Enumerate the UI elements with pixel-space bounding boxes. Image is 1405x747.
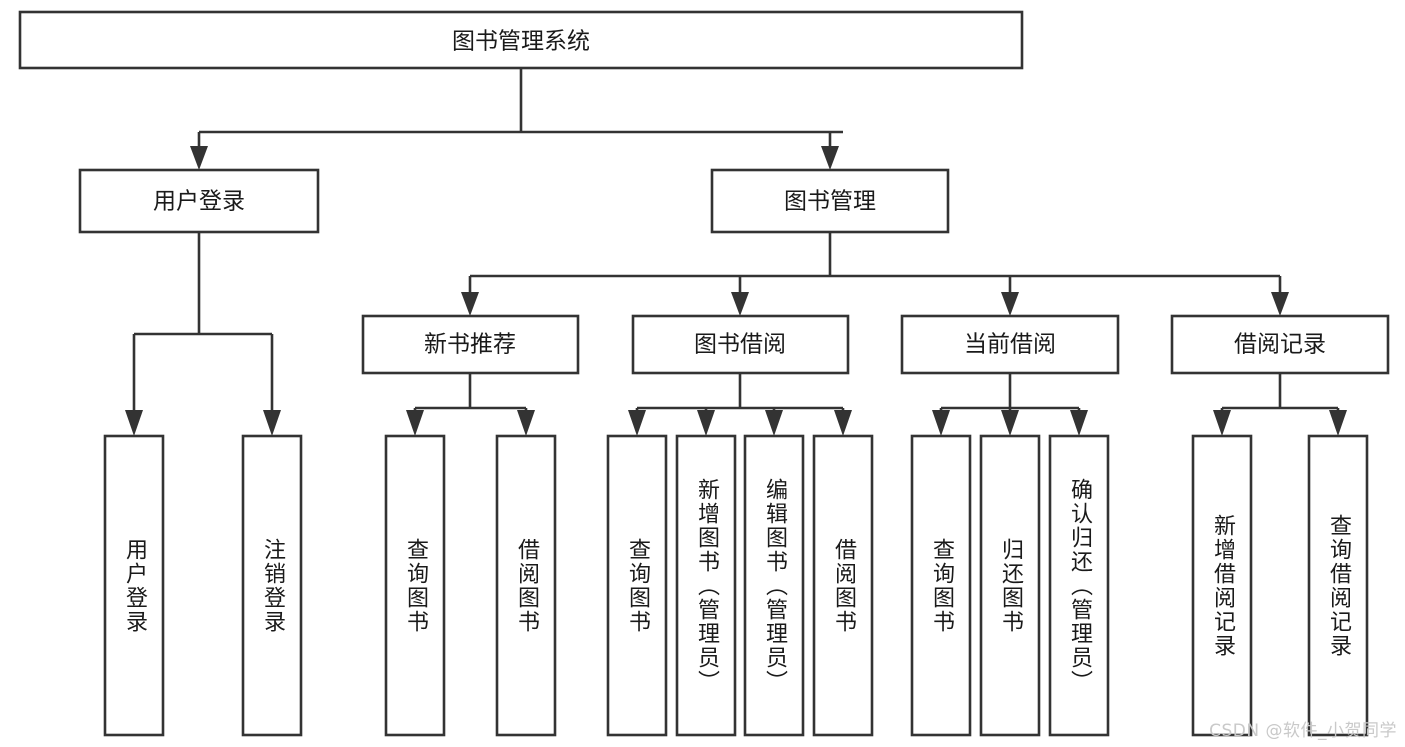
node-book-manage-label: 图书管理 bbox=[784, 189, 876, 215]
node-leaf-9-label: 查询图书 bbox=[929, 537, 954, 634]
connector-borrowrecord-to-leaves bbox=[1213, 373, 1347, 436]
arrow-head-icon bbox=[1001, 410, 1019, 436]
node-leaf-11-label: 确认归还（管理员） bbox=[1067, 477, 1092, 694]
node-leaf-11[interactable] bbox=[1048, 434, 1110, 737]
node-leaf-13-label: 查询借阅记录 bbox=[1326, 513, 1351, 658]
node-leaf-12[interactable] bbox=[1191, 434, 1253, 737]
arrow-head-icon bbox=[517, 410, 535, 436]
node-leaf-1-label: 用户登录 bbox=[122, 537, 147, 634]
node-leaf-4[interactable] bbox=[495, 434, 557, 737]
arrow-head-icon bbox=[190, 146, 208, 170]
connector-userlogin-to-leaves bbox=[125, 232, 281, 436]
node-book-borrow-label: 图书借阅 bbox=[694, 332, 786, 358]
node-leaf-6[interactable] bbox=[675, 434, 737, 737]
node-leaf-12-label: 新增借阅记录 bbox=[1210, 513, 1235, 658]
node-leaf-9[interactable] bbox=[910, 434, 972, 737]
node-leaf-7-label: 编辑图书（管理员） bbox=[762, 477, 787, 694]
node-book-manage[interactable]: 图书管理 bbox=[710, 168, 950, 234]
arrow-head-icon bbox=[1271, 292, 1289, 316]
arrow-head-icon bbox=[1070, 410, 1088, 436]
arrow-head-icon bbox=[697, 410, 715, 436]
connector-currentborrow-to-leaves bbox=[932, 373, 1088, 436]
node-root[interactable]: 图书管理系统 bbox=[18, 10, 1024, 70]
arrow-head-icon bbox=[263, 410, 281, 436]
node-borrow-record[interactable]: 借阅记录 bbox=[1170, 314, 1390, 375]
node-leaf-1[interactable] bbox=[103, 434, 165, 737]
node-leaf-13[interactable] bbox=[1307, 434, 1369, 737]
node-user-login[interactable]: 用户登录 bbox=[78, 168, 320, 234]
arrow-head-icon bbox=[1001, 292, 1019, 316]
node-leaf-6-label: 新增图书（管理员） bbox=[694, 477, 719, 694]
node-leaf-10-label: 归还图书 bbox=[998, 537, 1023, 634]
connector-newbook-to-leaves bbox=[406, 373, 535, 436]
node-leaf-5-label: 查询图书 bbox=[625, 537, 650, 634]
arrow-head-icon bbox=[1329, 410, 1347, 436]
node-current-borrow-label: 当前借阅 bbox=[964, 332, 1056, 358]
node-leaf-10[interactable] bbox=[979, 434, 1041, 737]
connector-root-to-level2 bbox=[190, 68, 843, 170]
arrow-head-icon bbox=[125, 410, 143, 436]
watermark-text: CSDN @软件_小贺同学 bbox=[1209, 721, 1397, 741]
connector-bookborrow-to-leaves bbox=[628, 373, 852, 436]
node-book-borrow[interactable]: 图书借阅 bbox=[631, 314, 850, 375]
arrow-head-icon bbox=[406, 410, 424, 436]
node-leaf-2[interactable] bbox=[241, 434, 303, 737]
node-leaf-2-label: 注销登录 bbox=[260, 537, 285, 634]
arrow-head-icon bbox=[628, 410, 646, 436]
node-leaf-3-label: 查询图书 bbox=[403, 537, 428, 634]
node-leaf-7[interactable] bbox=[743, 434, 805, 737]
node-borrow-record-label: 借阅记录 bbox=[1234, 332, 1326, 358]
arrow-head-icon bbox=[731, 292, 749, 316]
node-root-label: 图书管理系统 bbox=[452, 29, 590, 55]
arrow-head-icon bbox=[461, 292, 479, 316]
node-new-book-recommend[interactable]: 新书推荐 bbox=[361, 314, 580, 375]
node-leaf-8[interactable] bbox=[812, 434, 874, 737]
node-current-borrow[interactable]: 当前借阅 bbox=[900, 314, 1120, 375]
arrow-head-icon bbox=[765, 410, 783, 436]
node-user-login-label: 用户登录 bbox=[153, 189, 245, 215]
node-new-book-recommend-label: 新书推荐 bbox=[424, 332, 516, 358]
node-leaf-5[interactable] bbox=[606, 434, 668, 737]
node-leaf-4-label: 借阅图书 bbox=[514, 537, 539, 634]
arrow-head-icon bbox=[932, 410, 950, 436]
leaf-boxes bbox=[103, 434, 1369, 737]
arrow-head-icon bbox=[1213, 410, 1231, 436]
node-leaf-8-label: 借阅图书 bbox=[831, 537, 856, 634]
arrow-head-icon bbox=[834, 410, 852, 436]
arrow-head-icon bbox=[821, 146, 839, 170]
node-leaf-3[interactable] bbox=[384, 434, 446, 737]
connector-bookmanage-to-level3 bbox=[461, 232, 1289, 316]
